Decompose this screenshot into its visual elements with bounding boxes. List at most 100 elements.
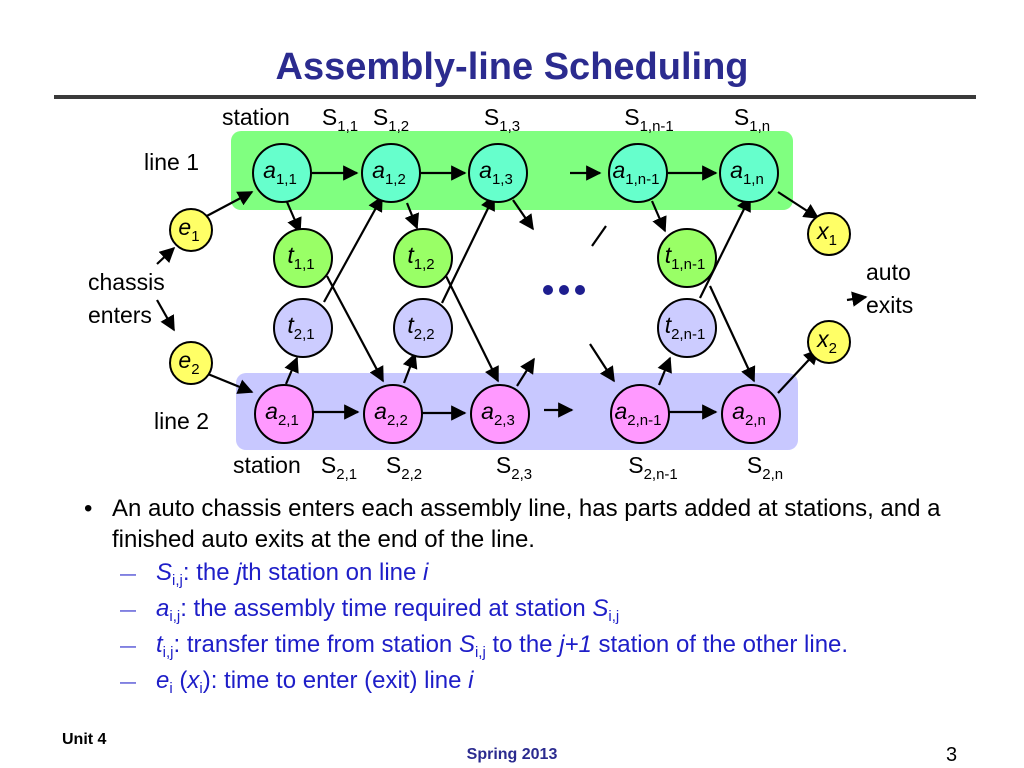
station-label-bottom-symbol: S — [496, 452, 511, 478]
italic-text: i — [423, 559, 429, 586]
line2-station-node-label: a2,3 — [481, 398, 515, 429]
auto-label-symbol: auto — [866, 259, 911, 285]
line1-station-node-label-symbol: a — [263, 157, 276, 183]
line1-station-node-label: a1,n-1 — [613, 157, 660, 188]
line2-station-node-label-symbol: a — [732, 398, 745, 424]
transfer-arrow — [591, 225, 607, 247]
station-prefix-top: station — [222, 104, 290, 130]
symbol: t — [156, 631, 163, 658]
transfer-node-line1-label: t1,2 — [407, 242, 434, 273]
transfer-node-line2-label-symbol: t — [407, 312, 415, 338]
station-label-top-symbol: S — [734, 104, 749, 130]
station-label-bottom-subscript: 2,2 — [401, 466, 422, 483]
exits-arrow — [846, 291, 868, 307]
station-label-top-subscript: 1,n-1 — [640, 118, 674, 135]
line2-station-node-label-subscript: 2,n — [745, 412, 766, 429]
station-label-bottom: S2,3 — [496, 452, 532, 483]
station-label-bottom-subscript: 2,n-1 — [644, 466, 678, 483]
line2-station-node-label-symbol: a — [265, 398, 278, 424]
transfer-node-line2-label-symbol: t — [665, 312, 673, 338]
dash-icon: — — [120, 566, 136, 583]
line1-station-node — [719, 143, 779, 203]
transfer-arrow — [512, 199, 534, 231]
station-label-top: S1,2 — [373, 104, 409, 135]
line1-station-node — [468, 143, 528, 203]
sub-bullet-transfer-time: — ti,j: transfer time from station Si,j … — [84, 627, 1004, 663]
station-label-top-symbol: S — [624, 104, 639, 130]
title-divider — [54, 95, 976, 99]
text: ( — [172, 667, 188, 694]
italic-text: i — [468, 667, 474, 694]
station-label-bottom-symbol: S — [386, 452, 401, 478]
line2-label: line 2 — [154, 408, 209, 434]
entry-arrow-line2 — [202, 370, 254, 394]
transfer-node-line1-label-subscript: 1,1 — [294, 256, 315, 273]
line2-station-node — [363, 384, 423, 444]
transfer-arrow — [402, 352, 418, 384]
station-label-bottom-subscript: 2,3 — [511, 466, 532, 483]
main-bullet: • An auto chassis enters each assembly l… — [84, 493, 1004, 555]
line1-station-node-label: a1,1 — [263, 157, 297, 188]
symbol-subscript: i — [169, 680, 173, 697]
transfer-arrow — [285, 201, 302, 234]
exit-node-line1-label-subscript: 1 — [829, 232, 837, 249]
line1-station-node-label-subscript: 1,n — [743, 171, 764, 188]
line1-station-node — [608, 143, 668, 203]
chassis-label-symbol: chassis — [88, 269, 165, 295]
line2-station-node-label: a2,2 — [374, 398, 408, 429]
entry-arrow-line1 — [202, 191, 254, 219]
transfer-node-line2-label: t2,1 — [287, 312, 314, 343]
transfer-arrow — [657, 356, 672, 386]
transfer-node-line2-label-symbol: t — [287, 312, 295, 338]
exit-arrow-line1 — [777, 191, 820, 219]
line2-station-node-label: a2,n-1 — [615, 398, 662, 429]
station-label-bottom: S2,n — [747, 452, 783, 483]
symbol-subscript: i — [199, 680, 203, 697]
transfer-node-line1-label-symbol: t — [407, 242, 415, 268]
station-prefix-bottom: station — [233, 452, 301, 478]
italic-text: j+1 — [559, 631, 592, 658]
exit-node-line2-label-symbol: x — [816, 326, 830, 352]
station-label-bottom-symbol: S — [747, 452, 762, 478]
sub-bullet-station: — Si,j: the jth station on line i — [84, 555, 1004, 591]
line2-station-node-label: a2,1 — [265, 398, 299, 429]
transfer-arrow — [284, 356, 299, 385]
enters-label: enters — [88, 302, 152, 328]
exit-node-line2-label: x2 — [816, 326, 837, 357]
transfer-node-line1-label: t1,1 — [287, 242, 314, 273]
ellipsis-dot-icon — [559, 285, 569, 295]
entry-node-line1-label-subscript: 1 — [191, 228, 199, 245]
transfer-arrow — [444, 273, 499, 383]
symbol: S — [592, 595, 609, 622]
ellipsis-dot-icon — [575, 285, 585, 295]
italic-text: j — [236, 559, 242, 586]
symbol-subscript: i,j — [172, 572, 183, 589]
station-label-bottom-subscript: 2,n — [762, 466, 783, 483]
transfer-node-line2-label: t2,n-1 — [665, 312, 706, 343]
main-bullet-text: An auto chassis enters each assembly lin… — [112, 495, 941, 553]
slide-title: Assembly-line Scheduling — [275, 46, 749, 88]
station-label-bottom-symbol: S — [321, 452, 336, 478]
symbol: a — [156, 595, 170, 622]
entry-node-line1-label-symbol: e — [178, 214, 191, 240]
exits-label-symbol: exits — [866, 292, 913, 318]
station-label-top-symbol: S — [373, 104, 388, 130]
entry-node-line2 — [169, 341, 213, 385]
text: : transfer time from station — [173, 631, 459, 658]
line2-station-node-label-symbol: a — [481, 398, 494, 424]
station-label-bottom-symbol: S — [628, 452, 643, 478]
station-label-top-subscript: 1,3 — [499, 118, 520, 135]
symbol: S — [156, 559, 173, 586]
station-label-bottom-subscript: 2,1 — [336, 466, 357, 483]
dash-icon: — — [120, 602, 136, 619]
line2-station-node — [721, 384, 781, 444]
line2-label-symbol: line 2 — [154, 408, 209, 434]
auto-label: auto — [866, 259, 911, 285]
transfer-arrow — [699, 195, 751, 299]
station-label-bottom: S2,2 — [386, 452, 422, 483]
line1-station-node-label-symbol: a — [613, 157, 626, 183]
station-label-bottom: S2,n-1 — [628, 452, 678, 483]
ellipsis-dot-icon — [543, 285, 553, 295]
transfer-node-line1-label-symbol: t — [287, 242, 295, 268]
